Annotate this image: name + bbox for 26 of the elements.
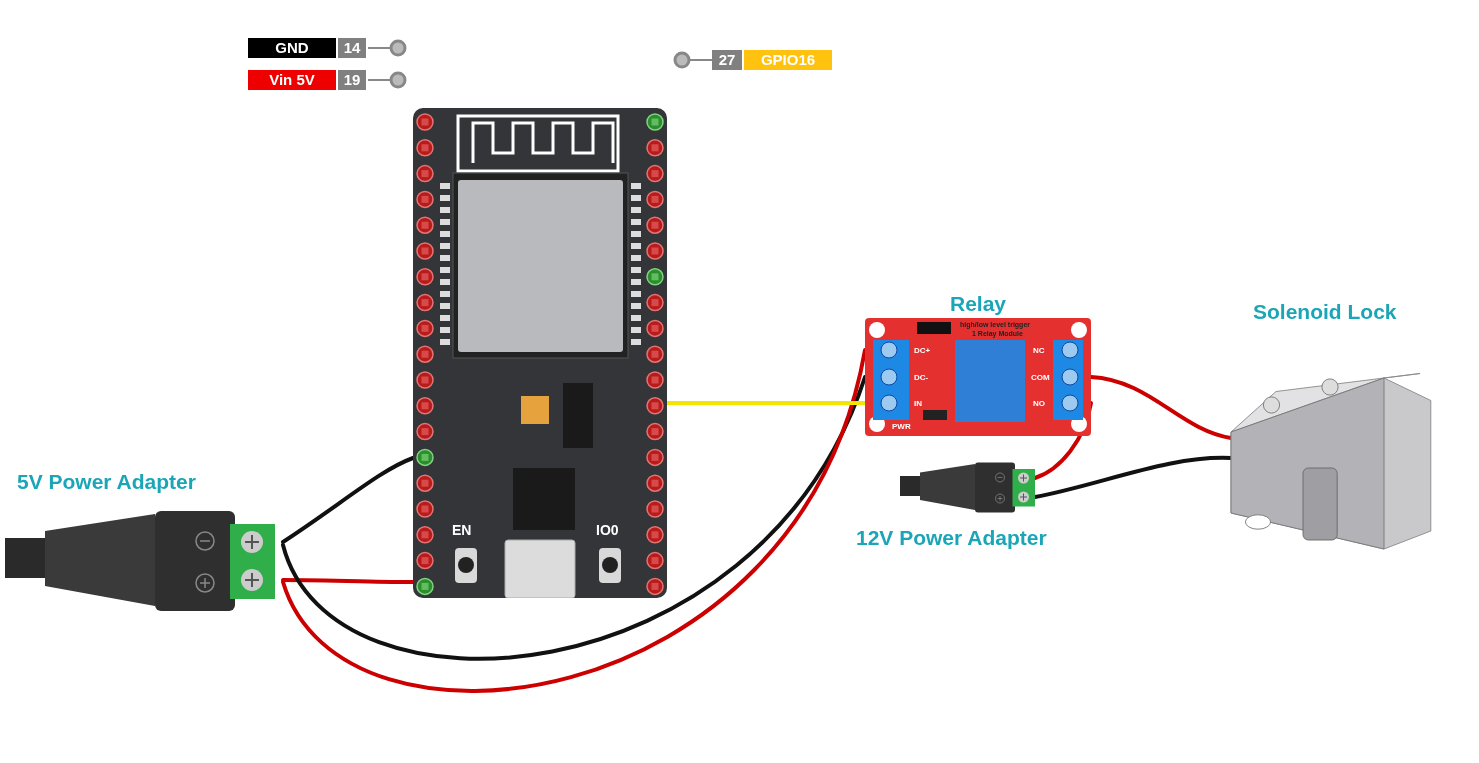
wire bbox=[281, 578, 415, 584]
wire bbox=[1033, 455, 1233, 499]
wire bbox=[281, 348, 867, 692]
pin-number-label: 19 bbox=[338, 70, 366, 90]
button-label: IO0 bbox=[596, 522, 619, 538]
pin-number-label: 27 bbox=[712, 50, 742, 70]
wire bbox=[281, 456, 415, 544]
terminal-label: DC+ bbox=[914, 346, 931, 355]
component-title: 12V Power Adapter bbox=[856, 526, 1047, 550]
terminal-label: NC bbox=[1033, 346, 1045, 355]
terminal-label: COM bbox=[1031, 373, 1050, 382]
component-title: 5V Power Adapter bbox=[17, 470, 196, 494]
pin-name-label: GND bbox=[248, 38, 336, 58]
wire bbox=[1089, 375, 1233, 440]
wire bbox=[665, 401, 867, 405]
terminal-label: DC- bbox=[914, 373, 929, 382]
wire bbox=[281, 375, 867, 661]
pin-number-label: 14 bbox=[338, 38, 366, 58]
pin-name-label: Vin 5V bbox=[248, 70, 336, 90]
component-title: Solenoid Lock bbox=[1253, 300, 1397, 324]
board-text: PWR bbox=[892, 422, 911, 431]
terminal-label: NO bbox=[1033, 399, 1045, 408]
button-label: EN bbox=[452, 522, 472, 538]
pin-name-label: GPIO16 bbox=[744, 50, 832, 70]
terminal-label: IN bbox=[914, 399, 922, 408]
component-title: Relay bbox=[950, 292, 1007, 316]
